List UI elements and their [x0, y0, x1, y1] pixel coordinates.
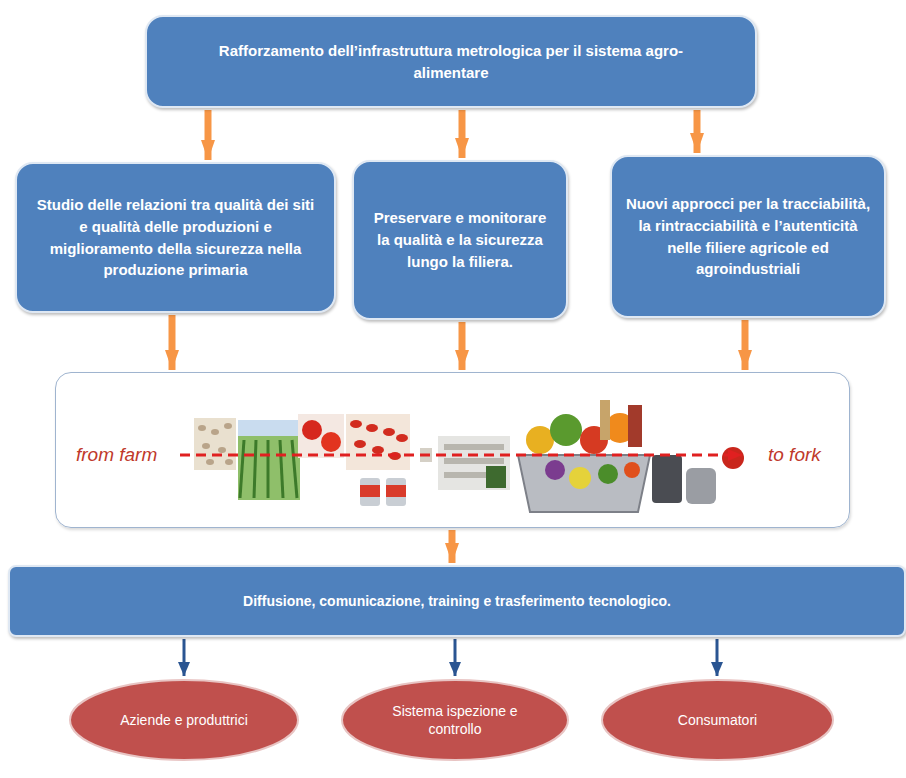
- field-picture: [238, 420, 300, 500]
- process-box: Studio delle relazioni tra qualità dei s…: [15, 162, 336, 313]
- chain-end-label: from farm: [76, 444, 157, 467]
- node-text: Aziende e produttrici: [120, 711, 248, 729]
- flow-arrow: [742, 320, 749, 370]
- flow-arrow: [454, 639, 457, 676]
- flow-arrow: [449, 530, 456, 563]
- flow-arrow: [694, 110, 701, 153]
- supply-chain-band: from farm to fork: [55, 372, 850, 528]
- beans-picture: [194, 418, 236, 470]
- flow-arrow: [169, 315, 176, 370]
- can-picture: [360, 478, 380, 506]
- food-chain-illustration: [180, 400, 744, 512]
- tomato-tray-picture: [346, 414, 410, 470]
- basket-picture: [518, 455, 650, 512]
- pot-picture: [686, 468, 716, 504]
- ellipse-outline: [340, 678, 570, 762]
- flow-arrow: [205, 110, 212, 160]
- warehouse-picture: [438, 436, 510, 490]
- ellipse-shape: [602, 680, 833, 760]
- process-box: Diffusione, comunicazione, training e tr…: [8, 565, 906, 637]
- tomato-picture: [298, 414, 344, 458]
- node-text: Nuovi approcci per la tracciabilità, la …: [624, 193, 872, 280]
- process-box: Rafforzamento dell’infrastruttura metrol…: [145, 15, 757, 108]
- flow-arrow: [183, 639, 186, 676]
- ellipse-shape: [342, 680, 568, 760]
- can-picture: [386, 485, 406, 497]
- flow-arrow: [459, 322, 466, 370]
- tomato-picture: [722, 447, 744, 469]
- node-text: Diffusione, comunicazione, training e tr…: [243, 591, 671, 611]
- audience-ellipse: Sistema ispezione e controllo: [340, 678, 570, 762]
- node-text: Preservare e monitorare la qualità e la …: [372, 207, 548, 272]
- can-picture: [360, 485, 380, 497]
- audience-ellipse: Aziende e produttrici: [68, 678, 300, 762]
- process-box: Preservare e monitorare la qualità e la …: [352, 160, 568, 320]
- beans-picture: [198, 423, 233, 465]
- flow-arrow: [459, 110, 466, 158]
- node-text: Consumatori: [678, 711, 757, 729]
- tomato-picture: [302, 420, 322, 440]
- truck-picture: [486, 466, 506, 488]
- process-box: Nuovi approcci per la tracciabilità, la …: [610, 155, 886, 318]
- field-sky: [238, 420, 300, 436]
- audience-ellipse: Consumatori: [600, 678, 835, 762]
- node-text: Rafforzamento dell’infrastruttura metrol…: [191, 40, 711, 84]
- chain-dashed-line: [180, 454, 742, 457]
- node-text: Sistema ispezione e controllo: [375, 702, 535, 738]
- can-picture: [386, 478, 406, 506]
- groceries-picture: [526, 400, 642, 489]
- ellipse-shape: [70, 680, 298, 760]
- tomato-picture: [321, 432, 341, 452]
- node-text: Studio delle relazioni tra qualità dei s…: [33, 194, 318, 281]
- appliance-picture: [652, 455, 682, 503]
- field-rows: [240, 440, 297, 498]
- flow-arrow: [716, 639, 719, 676]
- chain-end-label: to fork: [768, 444, 821, 467]
